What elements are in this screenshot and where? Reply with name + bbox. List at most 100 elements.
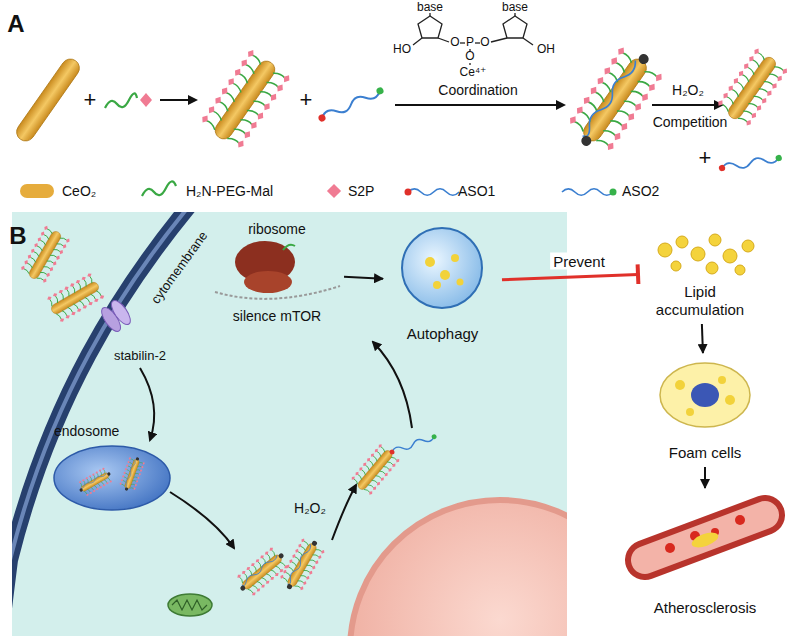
text-label: +: [300, 87, 313, 112]
node-text: silence mTOR: [233, 308, 321, 325]
panel-a-art: [13, 13, 789, 196]
autophagosome-part: [425, 257, 435, 267]
node-text: Lipid accumulation: [644, 283, 756, 319]
legend-samples-part-part: [408, 189, 459, 195]
legend-swatch: [327, 184, 341, 198]
panel-b-art-part: [389, 433, 438, 455]
panel-b-art: [0, 205, 650, 640]
connector: [344, 277, 383, 279]
text-label: +: [84, 87, 97, 112]
text-label: base: [502, 1, 528, 15]
text-label: base: [417, 1, 443, 15]
connector: [702, 324, 703, 353]
nucleotide-structure-part: [469, 63, 470, 65]
text-label: H₂O₂: [672, 82, 704, 98]
text-label: Competition: [653, 114, 728, 130]
panel-a-art-part: [198, 48, 292, 152]
legend-samples-part-part: [405, 189, 412, 196]
blood-vessel-part: [690, 530, 720, 551]
panel-b-art-part: [373, 342, 412, 428]
nucleotide-structure-part: [413, 38, 422, 45]
node-text: Atherosclerosis: [654, 599, 757, 617]
panel-b-art-part-part: [12, 212, 190, 636]
autophagosome-part: [451, 254, 459, 262]
autophagosome-part: [433, 281, 441, 289]
text-label: O: [465, 50, 474, 64]
legend-text: ASO1: [458, 183, 495, 199]
blood-vessel-part: [645, 515, 765, 560]
text-label: B: [9, 222, 26, 250]
panel-b-art-part: [12, 212, 567, 636]
foam-cell-part: [686, 408, 694, 416]
panel-a-art-part: [140, 93, 152, 107]
blood-vessel: [645, 515, 765, 560]
text-label: O: [480, 36, 489, 50]
legend-samples-part-part: [610, 189, 617, 196]
panel-b-art-part-part: [350, 500, 567, 636]
blood-vessel-part: [645, 515, 765, 560]
lipid-droplets-part: [671, 261, 681, 271]
nucleotide-structure: [413, 13, 533, 65]
foam-cell-part: [675, 380, 685, 390]
lipid-droplets-part: [691, 247, 705, 261]
lipid-droplets-part: [723, 249, 737, 263]
panel-b-art-part: [54, 446, 170, 510]
autophagosome: [402, 228, 482, 308]
diagram-node: Lipid accumulation: [640, 222, 760, 322]
node-text: ribosome: [248, 221, 306, 238]
ribosome-part: [283, 245, 295, 250]
panel-b-art-part: [76, 466, 115, 498]
nucleotide-structure-part: [523, 38, 533, 45]
panel-a-art-part: [652, 104, 722, 106]
panel-a-art-part: [105, 93, 137, 108]
lipid-droplets: [658, 234, 754, 275]
nucleotide-structure-part: [418, 16, 442, 38]
panel-b-art-part: [19, 225, 71, 285]
node-text: Foam cells: [669, 444, 742, 462]
receptor-part: [108, 298, 134, 328]
right-art: [645, 234, 765, 560]
text-label: A: [7, 10, 24, 38]
blood-vessel-part: [665, 543, 675, 553]
panel-a-art-part: [13, 56, 83, 145]
legend-text: CeO₂: [62, 183, 96, 199]
legend-text: H₂N-PEG-Mal: [186, 183, 273, 199]
foam-cell-part: [718, 376, 726, 384]
text-label: +: [699, 145, 712, 170]
autophagosome-part: [440, 270, 450, 280]
panel-b-art-part: [332, 485, 356, 540]
lipid-droplets-part: [742, 240, 754, 252]
legend-samples-part: [142, 181, 176, 196]
foam-cell-part: [691, 383, 719, 407]
mitochondrion: [168, 594, 212, 616]
foam-cell-part: [725, 395, 735, 405]
legend-swatch: [20, 184, 54, 198]
autophagosome-part: [457, 279, 464, 286]
lipid-droplets-part: [658, 243, 672, 257]
lipid-droplets-part: [709, 234, 721, 246]
text-label: stabilin-2: [114, 349, 166, 364]
receptor: [98, 298, 134, 335]
text-label: HO: [393, 43, 411, 57]
legend-text: S2P: [348, 183, 374, 199]
foam-cell: [660, 363, 750, 427]
panel-b-art-part-part: [12, 212, 190, 636]
nucleotide-structure-part: [491, 38, 507, 42]
edge-label: Prevent: [550, 252, 608, 269]
connector: [502, 274, 638, 279]
text-label: Coordination: [438, 82, 517, 98]
mitochondrion-part: [172, 600, 207, 610]
lipid-droplets-part: [676, 236, 688, 248]
diagram-node: Foam cells: [645, 355, 765, 465]
text-label: Ce⁴⁺: [460, 66, 487, 80]
blood-vessel-part: [735, 515, 745, 525]
lipid-droplets-part: [735, 265, 745, 275]
nucleotide-structure-part: [438, 38, 449, 42]
nucleotide-structure-part: [460, 42, 465, 43]
text-label: P: [466, 36, 474, 50]
panel-a-art-part: [317, 86, 385, 123]
diagram-node: endosome: [50, 420, 172, 512]
lipid-droplets-part: [706, 262, 718, 274]
text-label: H₂O₂: [294, 500, 326, 516]
